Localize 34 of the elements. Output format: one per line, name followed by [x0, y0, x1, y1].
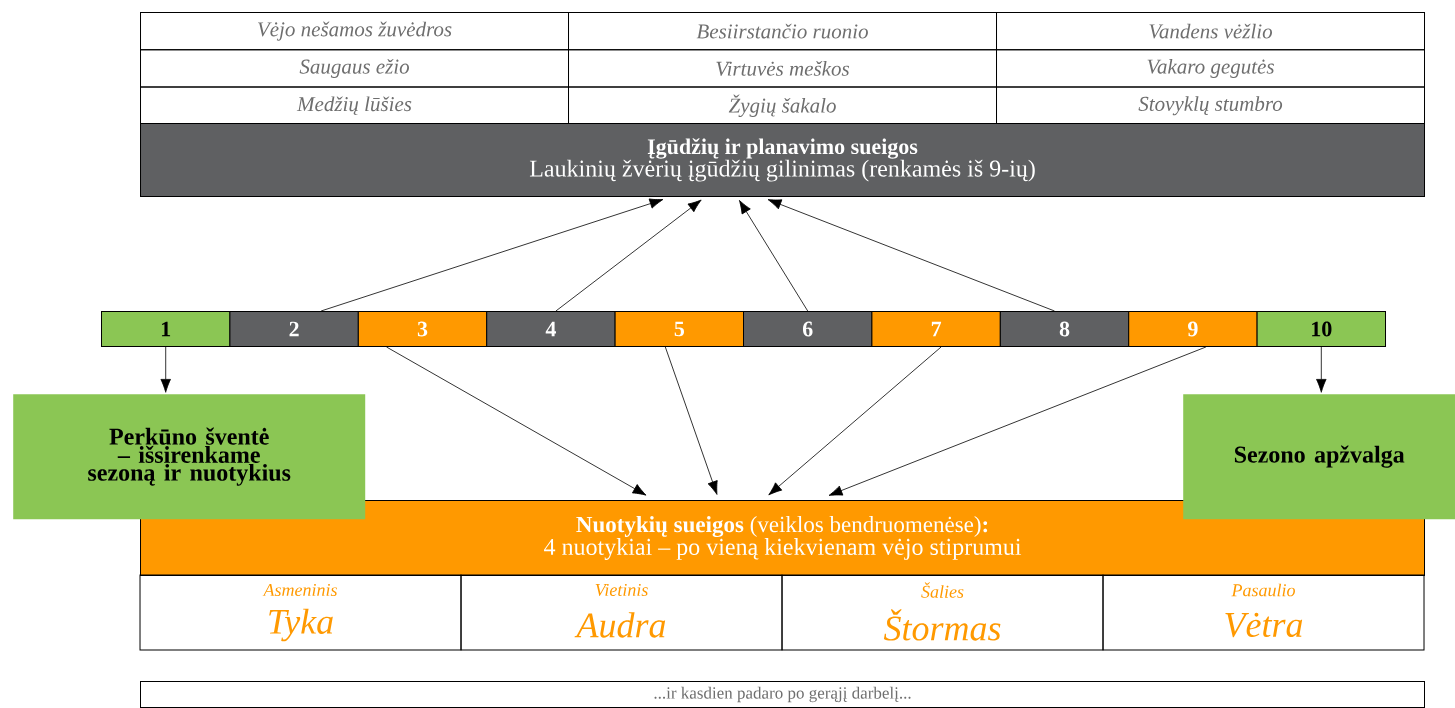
table-cell: Besiirstančio ruonio	[568, 12, 997, 51]
arrow	[555, 199, 702, 312]
month-segment: 8	[999, 311, 1130, 347]
wind-name: Tyka	[269, 608, 333, 642]
month-segment: 10	[1256, 311, 1386, 347]
arrow	[768, 346, 942, 496]
month-segment: 4	[486, 311, 616, 347]
arrow	[1316, 346, 1327, 393]
table-cell: Virtuvės meškos	[568, 49, 997, 88]
wind-name: Vėtra	[1225, 612, 1303, 638]
month-segment: 1	[101, 311, 231, 347]
arrow	[739, 200, 809, 312]
arrow	[386, 346, 647, 496]
month-segment: 9	[1128, 311, 1258, 347]
arrow	[828, 346, 1207, 496]
arrow	[767, 199, 1055, 312]
month-segment: 2	[229, 311, 359, 347]
table-cell: Saugaus ežio	[140, 49, 569, 88]
arrow	[160, 346, 171, 393]
arrow	[664, 346, 718, 495]
good-deed-box: ...ir kasdien padaro po gerąjį darbelį...	[140, 681, 1425, 708]
month-segment: 5	[614, 311, 744, 347]
wind-name: Audra	[574, 612, 666, 638]
month-segment: 6	[743, 311, 873, 347]
festival-box: Perkūno šventė – išsirenkame sezoną ir nuotykius	[13, 394, 366, 520]
review-box: Sezono apžvalga	[1183, 394, 1455, 520]
table-cell: Vandens vėžlio	[996, 12, 1425, 51]
skill-meetings-box: Įgūdžių ir planavimo sueigos Laukinių žvėrių įgūdžių gilinimas (renkamės iš 9-ių)	[140, 123, 1425, 197]
table-cell: Vėjo nešamos žuvėdros	[140, 12, 569, 51]
month-segment: 7	[871, 311, 1001, 347]
month-segment: 3	[357, 311, 488, 347]
table-cell: Vakaro gegutės	[996, 49, 1425, 88]
arrow	[320, 198, 664, 312]
wind-name: Štormas	[883, 609, 1001, 641]
